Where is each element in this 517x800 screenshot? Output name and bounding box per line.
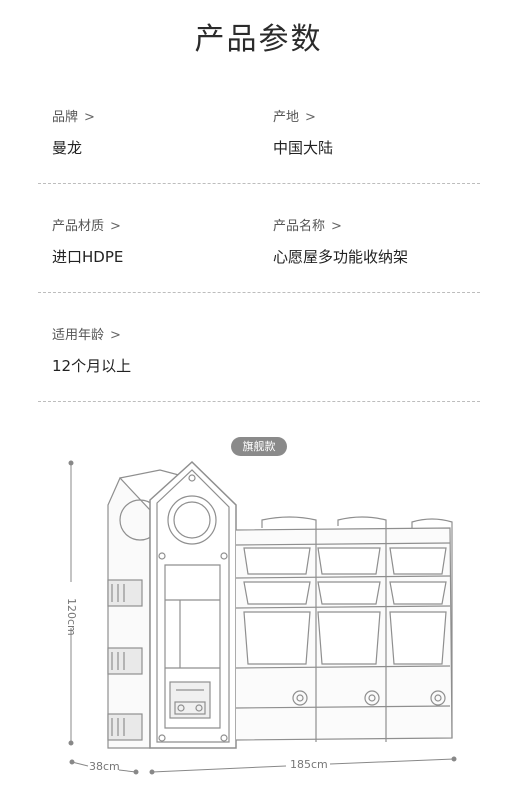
chevron-right-icon: > bbox=[331, 219, 342, 234]
param-value: 12个月以上 bbox=[52, 357, 132, 375]
divider bbox=[38, 401, 480, 402]
width-dimension-label: 185cm bbox=[290, 758, 328, 771]
chevron-right-icon: > bbox=[110, 328, 121, 343]
height-dimension-label: 120cm bbox=[65, 598, 78, 636]
param-product-name: 产品名称> 心愿屋多功能收纳架 bbox=[273, 215, 408, 267]
divider bbox=[38, 292, 480, 293]
chevron-right-icon: > bbox=[110, 219, 121, 234]
depth-dimension-label: 38cm bbox=[89, 760, 120, 773]
param-value: 曼龙 bbox=[52, 139, 83, 157]
param-age: 适用年龄> 12个月以上 bbox=[52, 324, 131, 376]
param-label: 产品材质> bbox=[52, 219, 121, 234]
page-title: 产品参数 bbox=[194, 22, 323, 57]
param-label: 品牌> bbox=[52, 110, 95, 125]
param-label: 适用年龄> bbox=[52, 328, 121, 343]
param-label: 产品名称> bbox=[273, 219, 342, 234]
param-value: 中国大陆 bbox=[273, 139, 334, 157]
chevron-right-icon: > bbox=[305, 110, 316, 125]
param-value: 心愿屋多功能收纳架 bbox=[273, 248, 409, 266]
flagship-badge: 旗舰款 bbox=[231, 437, 287, 456]
param-label: 产地> bbox=[273, 110, 316, 125]
param-brand: 品牌> 曼龙 bbox=[52, 106, 95, 158]
param-origin: 产地> 中国大陆 bbox=[273, 106, 333, 158]
divider bbox=[38, 183, 480, 184]
param-material: 产品材质> 进口HDPE bbox=[52, 215, 123, 267]
param-value: 进口HDPE bbox=[52, 248, 124, 266]
chevron-right-icon: > bbox=[84, 110, 95, 125]
